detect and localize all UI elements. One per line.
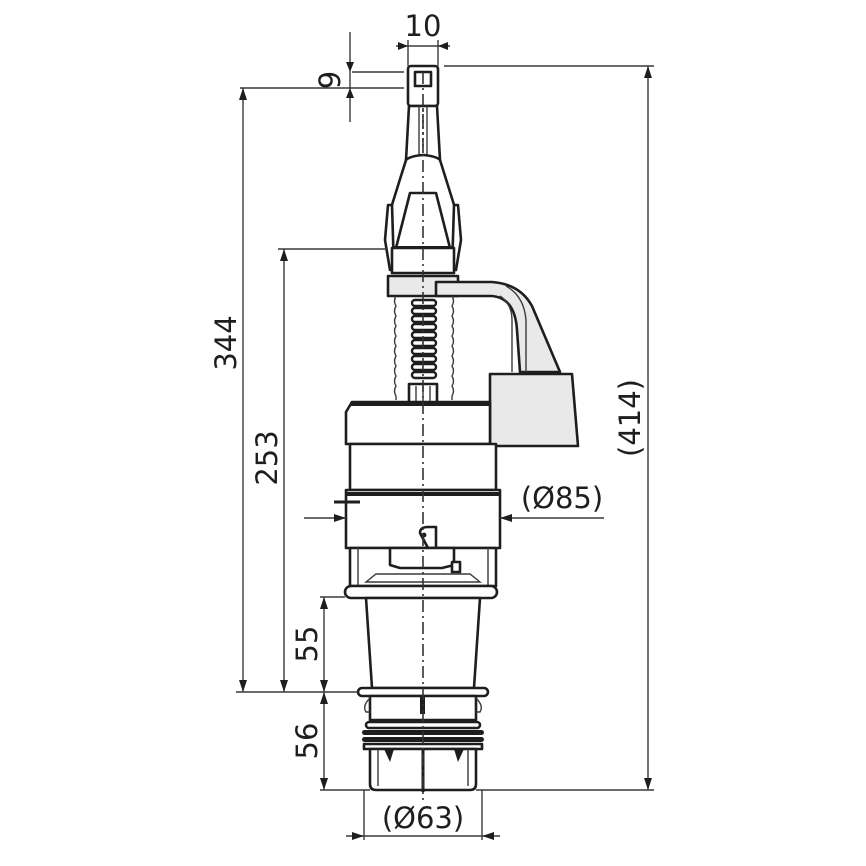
valve-body-upper xyxy=(344,400,498,492)
dim-414 xyxy=(444,65,654,791)
dim-diameter-63 xyxy=(346,790,500,840)
dim-56 xyxy=(320,692,370,791)
valve-cage xyxy=(343,546,499,600)
flush-valve-part xyxy=(334,64,580,800)
dim-top-width xyxy=(396,40,450,66)
label-top-width: 10 xyxy=(405,9,442,43)
label-outlet-diameter: (Ø63) xyxy=(382,801,464,835)
dim-344 xyxy=(236,88,358,693)
dim-55 xyxy=(320,596,345,692)
outlet-seal xyxy=(356,686,490,792)
label-body-diameter: (Ø85) xyxy=(521,481,603,515)
label-overall-height: (414) xyxy=(613,379,647,457)
dim-253 xyxy=(278,248,388,692)
label-top-height: 9 xyxy=(313,71,347,89)
label-253: 253 xyxy=(250,430,284,485)
guide-cone xyxy=(383,153,463,275)
dim-diameter-85 xyxy=(304,514,604,522)
label-55: 55 xyxy=(290,626,324,663)
dim-top-height xyxy=(240,32,404,122)
spring-bellows xyxy=(393,295,455,406)
dimension-lines xyxy=(236,32,654,840)
label-344: 344 xyxy=(209,315,243,370)
valve-body-ring xyxy=(334,488,502,550)
label-56: 56 xyxy=(290,723,324,760)
dimension-labels: 10 9 344 253 55 56 (414) (Ø85) (Ø63) xyxy=(209,9,647,835)
